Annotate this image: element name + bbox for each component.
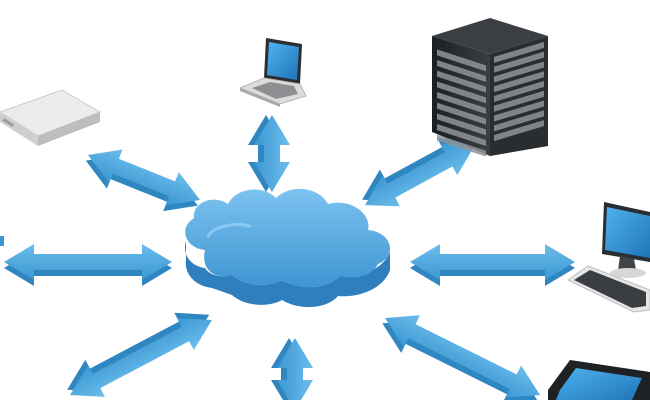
double-arrow-icon [4, 244, 172, 286]
arrow-face [70, 318, 212, 397]
arrow-face [4, 244, 172, 280]
rack-slot [494, 81, 544, 102]
partial-device-icon [0, 236, 4, 246]
rack-slot [494, 90, 544, 112]
arrow-face [385, 315, 540, 398]
router-icon [0, 89, 102, 146]
rack-slot [437, 70, 486, 93]
double-arrow-icon [362, 138, 475, 207]
arrow-face [254, 115, 290, 192]
desktop-computer-icon [567, 202, 650, 313]
double-arrow-icon [248, 115, 290, 192]
cloud-icon [184, 188, 391, 308]
rack-slot [494, 120, 544, 142]
rack-slot [494, 41, 544, 63]
laptop-icon [238, 38, 307, 107]
rack-slot [494, 110, 544, 132]
rack-slot [494, 71, 544, 93]
arrow-face [88, 149, 200, 206]
rack-slot [437, 92, 486, 114]
double-arrow-icon [85, 149, 200, 212]
rack-slot [437, 134, 486, 157]
rack-slot [437, 81, 486, 104]
rack-slot [494, 51, 544, 73]
smartphone-icon [548, 360, 650, 400]
rack-slot [437, 124, 486, 146]
server-rack-icon [432, 18, 548, 157]
rack-slots-left [437, 49, 486, 157]
rack-slot [494, 100, 544, 122]
rack-slot [437, 49, 486, 72]
double-arrow-icon [410, 244, 575, 286]
double-arrow-icon [67, 312, 212, 397]
double-arrow-icon [271, 338, 313, 400]
arrow-face [364, 143, 475, 207]
rack-slot [437, 60, 486, 82]
rack-slot [494, 61, 544, 83]
arrow-face [277, 338, 313, 400]
arrows-group [4, 115, 575, 400]
rack-slots-right [494, 41, 544, 142]
rack-slot [437, 102, 486, 125]
rack-slot [437, 113, 486, 136]
double-arrow-icon [382, 315, 540, 400]
arrow-face [410, 244, 575, 280]
